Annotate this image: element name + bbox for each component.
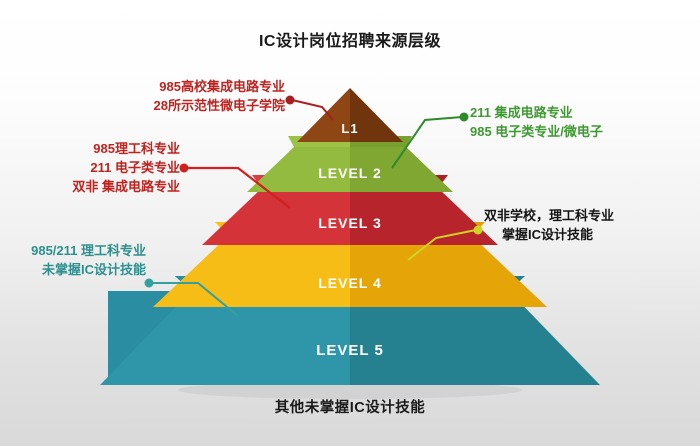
connector-level2-dot: [459, 112, 469, 122]
annotation-level2-line-1: 211 集成电路专业: [470, 105, 573, 120]
pyramid-shadow: [178, 381, 522, 399]
annotation-level4-line-2: 掌握IC设计技能: [502, 226, 594, 242]
level-4-label: LEVEL 4: [318, 275, 382, 291]
annotation-level3: 985理工科专业 211 电子类专业 双非 集成电路专业: [0, 140, 180, 197]
annotation-level3-line-2: 211 电子类专业: [90, 159, 180, 175]
connector-level2-line: [391, 116, 463, 169]
connector-level3: [179, 163, 291, 209]
level-4-left-panel: [153, 236, 350, 307]
connector-level5-line: [151, 282, 239, 317]
level-3-left-panel: [202, 188, 350, 245]
connector-level4: [407, 225, 483, 261]
level-2-label: LEVEL 2: [318, 165, 382, 181]
annotation-level3-line-3: 双非 集成电路专业: [72, 178, 180, 194]
level-1-right-face: [350, 88, 403, 142]
connector-l1: [285, 95, 334, 121]
level-4-right-panel: [350, 236, 547, 307]
connector-level3-line: [186, 166, 291, 209]
pyramid-level-1[interactable]: L1: [297, 88, 403, 142]
annotation-level3-line-1: 985理工科专业: [93, 141, 180, 156]
connector-level4-line: [407, 229, 477, 261]
annotation-level5-line-2: 未掌握IC设计技能: [41, 261, 146, 277]
annotation-level4-line-1: 双非学校，理工科专业: [484, 208, 615, 223]
annotation-l1-line-2: 28所示范性微电子学院: [153, 97, 285, 113]
connector-level2: [391, 112, 469, 169]
page-title: IC设计岗位招聘来源层级: [258, 33, 441, 50]
level-5-left-panel: [100, 291, 350, 385]
connector-l1-line: [291, 99, 334, 121]
annotation-l1: 985高校集成电路专业 28所示范性微电子学院: [0, 78, 285, 116]
connector-l1-dot: [285, 95, 295, 105]
level-1-left-face: [297, 88, 350, 142]
annotation-level2-line-2: 985 电子类专业/微电子: [470, 123, 603, 139]
level-3-label: LEVEL 3: [318, 215, 382, 231]
connector-level4-dot: [473, 225, 483, 235]
level-2-right-panel: [350, 147, 453, 192]
annotation-level4: 双非学校，理工科专业 掌握IC设计技能: [484, 207, 700, 245]
level-5-label: LEVEL 5: [316, 342, 384, 359]
connector-level5: [144, 278, 239, 317]
connector-level3-dot: [179, 163, 189, 173]
annotation-level5: 985/211 理工科专业 未掌握IC设计技能: [0, 242, 146, 280]
level-5-right-panel: [350, 291, 600, 385]
pyramid-level-2[interactable]: LEVEL 2: [247, 136, 453, 192]
bottom-caption: 其他未掌握IC设计技能: [274, 400, 426, 416]
level-3-right-panel: [350, 188, 498, 245]
level-2-left-panel: [247, 147, 350, 192]
annotation-level5-line-1: 985/211 理工科专业: [31, 243, 146, 258]
annotation-level2: 211 集成电路专业 985 电子类专业/微电子: [470, 104, 700, 142]
level-1-label: L1: [341, 121, 358, 136]
connector-level5-dot: [144, 278, 154, 288]
annotation-l1-line-1: 985高校集成电路专业: [159, 79, 285, 94]
